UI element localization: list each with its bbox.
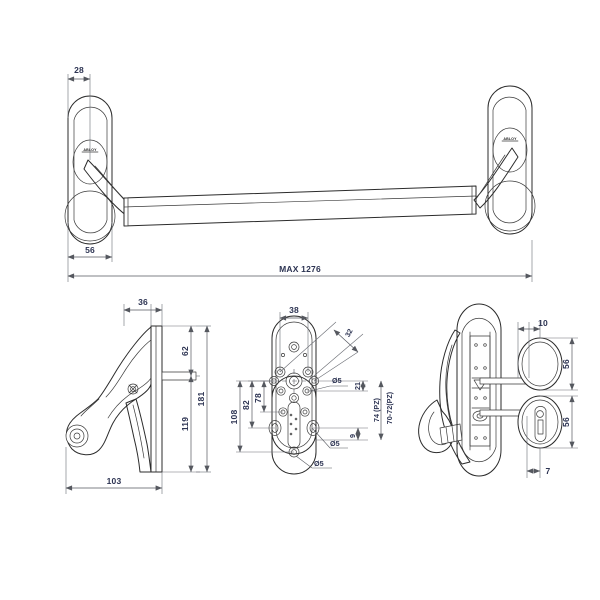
side-profile-view: 36 62 119 181 103 (65, 297, 211, 494)
hole-callout-label-3: Ø5 (314, 459, 324, 468)
plate-outline (271, 315, 317, 475)
rose-plate-top (517, 337, 563, 391)
dimension-38: 38 (279, 305, 309, 372)
dimension-label-max-1276: MAX 1276 (279, 264, 321, 274)
dimension-108: 108 (229, 380, 294, 453)
rose-plate-bottom (517, 395, 563, 449)
dimension-28: 28 (67, 65, 91, 160)
dimension-78: 78 (253, 380, 283, 413)
escutcheon-lever (439, 329, 471, 465)
dimension-label-70-72-pz: 70-72(PZ) (385, 391, 394, 424)
dimension-74-pz: 74 (PZ) (372, 380, 384, 441)
dimension-82: 82 (241, 380, 275, 429)
dimension-label-62: 62 (180, 346, 190, 356)
dimension-56: 56 (67, 222, 113, 262)
dimension-103: 103 (65, 447, 163, 494)
side-backplate (150, 325, 163, 473)
dimension-56-bottom: 56 (540, 395, 578, 449)
right-end-pad: ABLOY (484, 85, 536, 235)
dimension-label-181: 181 (196, 392, 206, 407)
dimension-7: 7 (526, 416, 551, 478)
plate-upper-holes (269, 341, 319, 403)
mounting-plate-view: 38 32 108 82 78 (229, 305, 394, 475)
brand-label-right: ABLOY (503, 137, 517, 141)
dimension-label-78: 78 (253, 393, 263, 403)
escutcheon-body (456, 303, 502, 477)
dimension-label-38: 38 (289, 305, 299, 315)
dimension-10: 10 (517, 318, 548, 378)
dimension-max-width: MAX 1276 (67, 240, 533, 282)
push-bar (123, 185, 477, 227)
escutcheon-inner-plate (469, 335, 491, 447)
side-cylinder-detail (127, 383, 139, 395)
front-elevation-view: ABLOY ABLOY (64, 65, 536, 282)
side-pivot-screw (65, 424, 89, 448)
dimension-label-36: 36 (138, 297, 148, 307)
side-lever-body (65, 326, 152, 456)
dimension-label-119: 119 (180, 417, 190, 431)
dimension-62: 62 (162, 325, 200, 377)
dimension-label-108: 108 (229, 410, 239, 425)
dimension-label-103: 103 (107, 476, 122, 486)
dimension-label-21: 21 (353, 382, 362, 390)
dimension-70-72-pz: 70-72(PZ) (385, 391, 394, 424)
dimension-119: 119 (162, 375, 200, 473)
dimension-label-32: 32 (343, 327, 355, 338)
hole-callout-bottom: Ø5 (295, 455, 332, 469)
right-lever-arm (473, 147, 519, 209)
dimension-label-56-bottom: 56 (561, 417, 571, 427)
dimension-label-28: 28 (74, 65, 84, 75)
hole-callout-label-2: Ø5 (330, 439, 340, 448)
dimension-36: 36 (123, 297, 163, 326)
dimension-21: 21 (307, 380, 368, 392)
escutcheon-handle (418, 399, 463, 454)
dimension-label-10: 10 (538, 318, 548, 328)
dimension-label-9: 9 (348, 434, 357, 438)
dimension-label-56: 56 (85, 245, 95, 255)
dimension-label-7: 7 (546, 466, 551, 476)
dimension-label-82: 82 (241, 400, 251, 410)
hole-callout-label-1: Ø5 (332, 376, 342, 385)
dimension-32: 32 (279, 321, 364, 382)
dimension-181: 181 (196, 325, 211, 473)
hole-callout-lower: Ø5 (311, 427, 348, 449)
dimension-label-74-pz: 74 (PZ) (372, 397, 381, 422)
dimension-9: 9 (313, 427, 368, 441)
side-lever-tail (125, 398, 152, 473)
dimension-56-top: 56 (540, 337, 578, 391)
plate-lower-holes (268, 401, 320, 458)
dimension-label-56-top: 56 (561, 359, 571, 369)
hole-callout-upper: Ø5 (309, 376, 348, 392)
side-spindle-stub (161, 371, 197, 381)
escutcheon-spindles (479, 377, 528, 417)
escutcheon-section-view: 10 56 56 7 (418, 303, 578, 478)
